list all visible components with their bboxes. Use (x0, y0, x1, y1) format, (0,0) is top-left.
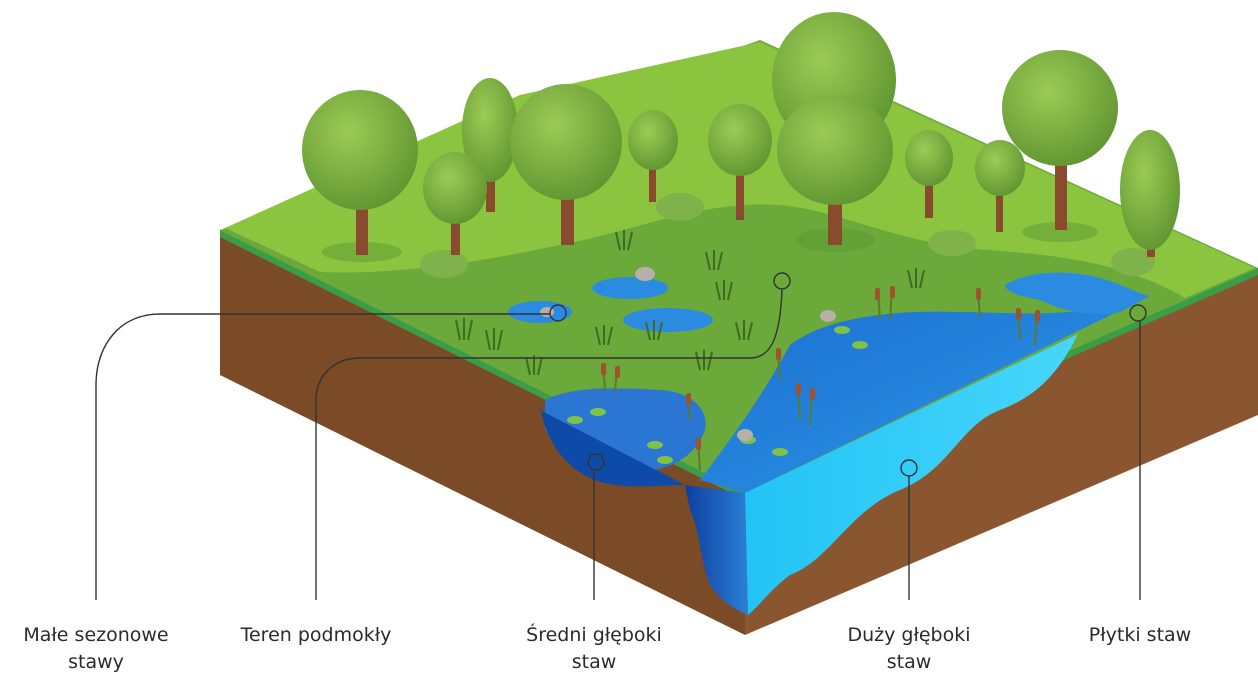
large-pond-top (700, 296, 1150, 493)
trees (302, 12, 1180, 262)
shrubs (420, 193, 1155, 278)
marker-teren-podmokly (773, 272, 791, 290)
rock (820, 310, 836, 322)
leader-lines (95, 272, 1147, 600)
leader-male-sezonowe-stawy (95, 313, 550, 600)
label-plytki-staw: Płytki staw (1088, 624, 1192, 646)
small-pond-2 (592, 277, 668, 299)
medium-pond-front-face (540, 405, 685, 487)
grass-tufts (455, 230, 925, 376)
marker-plytki-staw (1129, 304, 1147, 322)
leader-teren-podmokly (315, 289, 783, 600)
marker-male-sezonowe-stawy (549, 304, 567, 322)
shallow-pond-top (1005, 272, 1150, 315)
soil-right-face (745, 268, 1258, 635)
rock (635, 267, 655, 281)
large-pond-front-face (685, 485, 748, 615)
marker-duzy-gleboki-staw (900, 459, 918, 477)
cattail-heads (601, 286, 1040, 450)
large-pond-side-face (745, 334, 1078, 615)
marker-sredni-gleboki-staw (587, 453, 605, 471)
rock (737, 429, 753, 441)
label-teren-podmokly: Teren podmokły (240, 624, 392, 646)
soil-left-face (220, 230, 745, 635)
small-pond-3 (623, 308, 713, 332)
